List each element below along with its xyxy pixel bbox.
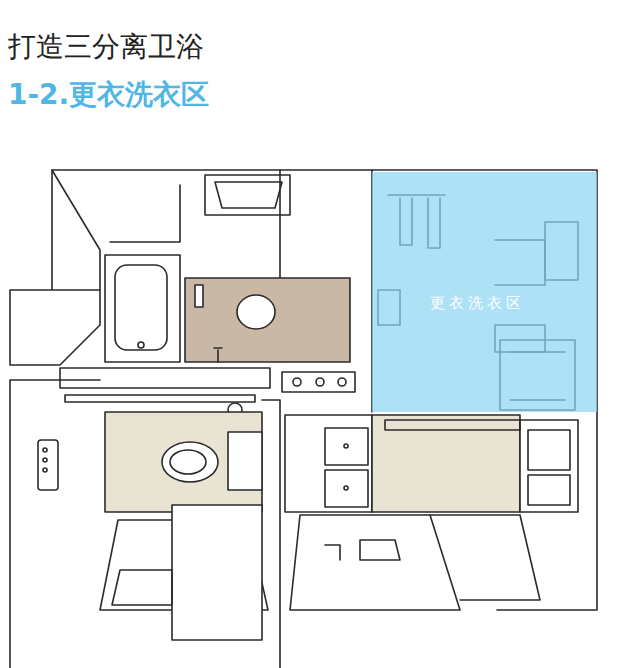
section-heading: 1-2.更衣洗衣区	[8, 76, 209, 114]
zone-label: 更衣洗衣区	[430, 294, 525, 313]
page-title: 打造三分离卫浴	[8, 28, 204, 66]
zone-region: 更衣洗衣区	[372, 172, 597, 412]
